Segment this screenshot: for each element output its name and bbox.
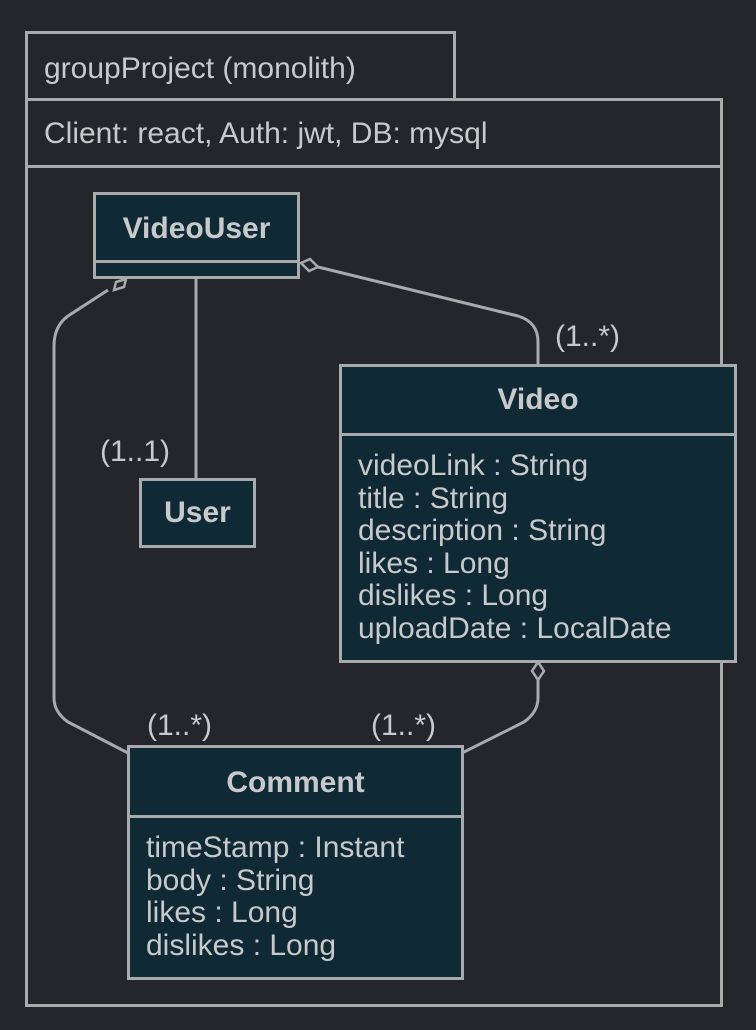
class-video-attribute: videoLink : String: [358, 449, 589, 482]
edge-videouser-comment: [52, 288, 129, 755]
class-videouser-name: VideoUser: [96, 195, 297, 263]
class-video-attribute: likes : Long: [358, 546, 510, 580]
class-comment-attribute: dislikes : Long: [146, 928, 337, 962]
multiplicity-video: (1..*): [555, 320, 621, 353]
package-stereotype: Client: react, Auth: jwt, DB: mysql: [44, 117, 488, 150]
class-comment: Comment timeStamp : Instant body : Strin…: [127, 745, 464, 980]
aggregation-diamond-videouser-comment: [112, 277, 128, 292]
multiplicity-user: (1..1): [100, 435, 171, 468]
aggregation-diamond-video-comment: [530, 659, 546, 683]
class-videouser: VideoUser: [93, 192, 300, 279]
class-video-attribute: uploadDate : LocalDate: [358, 611, 672, 645]
class-video-attribute: title : String: [358, 481, 509, 515]
package-header: [25, 98, 723, 168]
class-video-attribute: dislikes : Long: [358, 579, 549, 613]
class-comment-attribute: body : String: [146, 863, 315, 897]
class-comment-attribute: timeStamp : Instant: [146, 831, 405, 864]
edge-videouser-video: [317, 265, 540, 365]
multiplicity-comment-left: (1..*): [147, 709, 213, 742]
class-video-attributes: videoLink : String title : String descri…: [342, 436, 734, 646]
class-comment-attributes: timeStamp : Instant body : String likes …: [130, 818, 461, 962]
multiplicity-comment-right: (1..*): [371, 709, 437, 742]
class-video: Video videoLink : String title : String …: [339, 364, 737, 663]
class-comment-attribute: likes : Long: [146, 896, 298, 930]
class-user-name: User: [164, 496, 231, 529]
edge-video-comment: [461, 680, 540, 755]
class-user: User: [139, 478, 256, 548]
class-video-name: Video: [342, 367, 734, 436]
class-comment-name: Comment: [130, 748, 461, 818]
package-name: groupProject (monolith): [44, 52, 356, 85]
class-video-attribute: description : String: [358, 514, 607, 548]
aggregation-diamond-videouser-video: [298, 257, 321, 273]
